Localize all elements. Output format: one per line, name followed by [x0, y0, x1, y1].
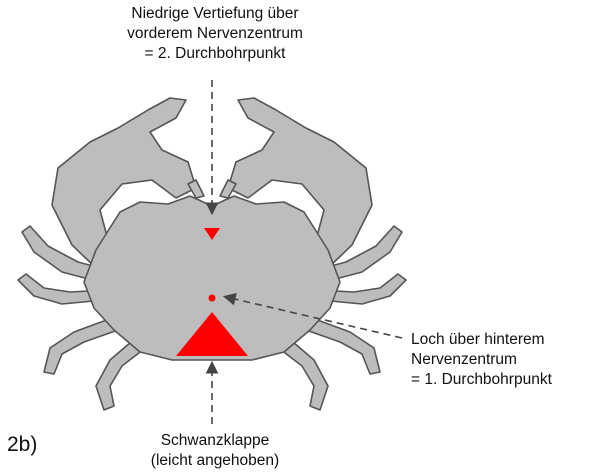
figure-label: 2b) — [7, 432, 37, 458]
label-line: Nervenzentrum — [411, 350, 552, 370]
label-line: vorderem Nervenzentrum — [0, 24, 430, 44]
tail-flap-label: Schwanzklappe (leicht angehoben) — [0, 431, 430, 471]
right-eye — [220, 180, 236, 198]
label-line: = 2. Durchbohrpunkt — [0, 44, 430, 64]
label-line: Loch über hinterem — [411, 330, 552, 350]
front-piercing-point-label: Niedrige Vertiefung über vorderem Nerven… — [0, 4, 430, 64]
rear-nerve-center-hole — [209, 295, 216, 302]
left-eye — [188, 180, 204, 198]
label-line: = 1. Durchbohrpunkt — [411, 370, 552, 390]
label-line: (leicht angehoben) — [0, 451, 430, 471]
label-line: Schwanzklappe — [0, 431, 430, 451]
rear-piercing-point-label: Loch über hinterem Nervenzentrum = 1. Du… — [411, 330, 552, 390]
label-line: Niedrige Vertiefung über — [0, 4, 430, 24]
